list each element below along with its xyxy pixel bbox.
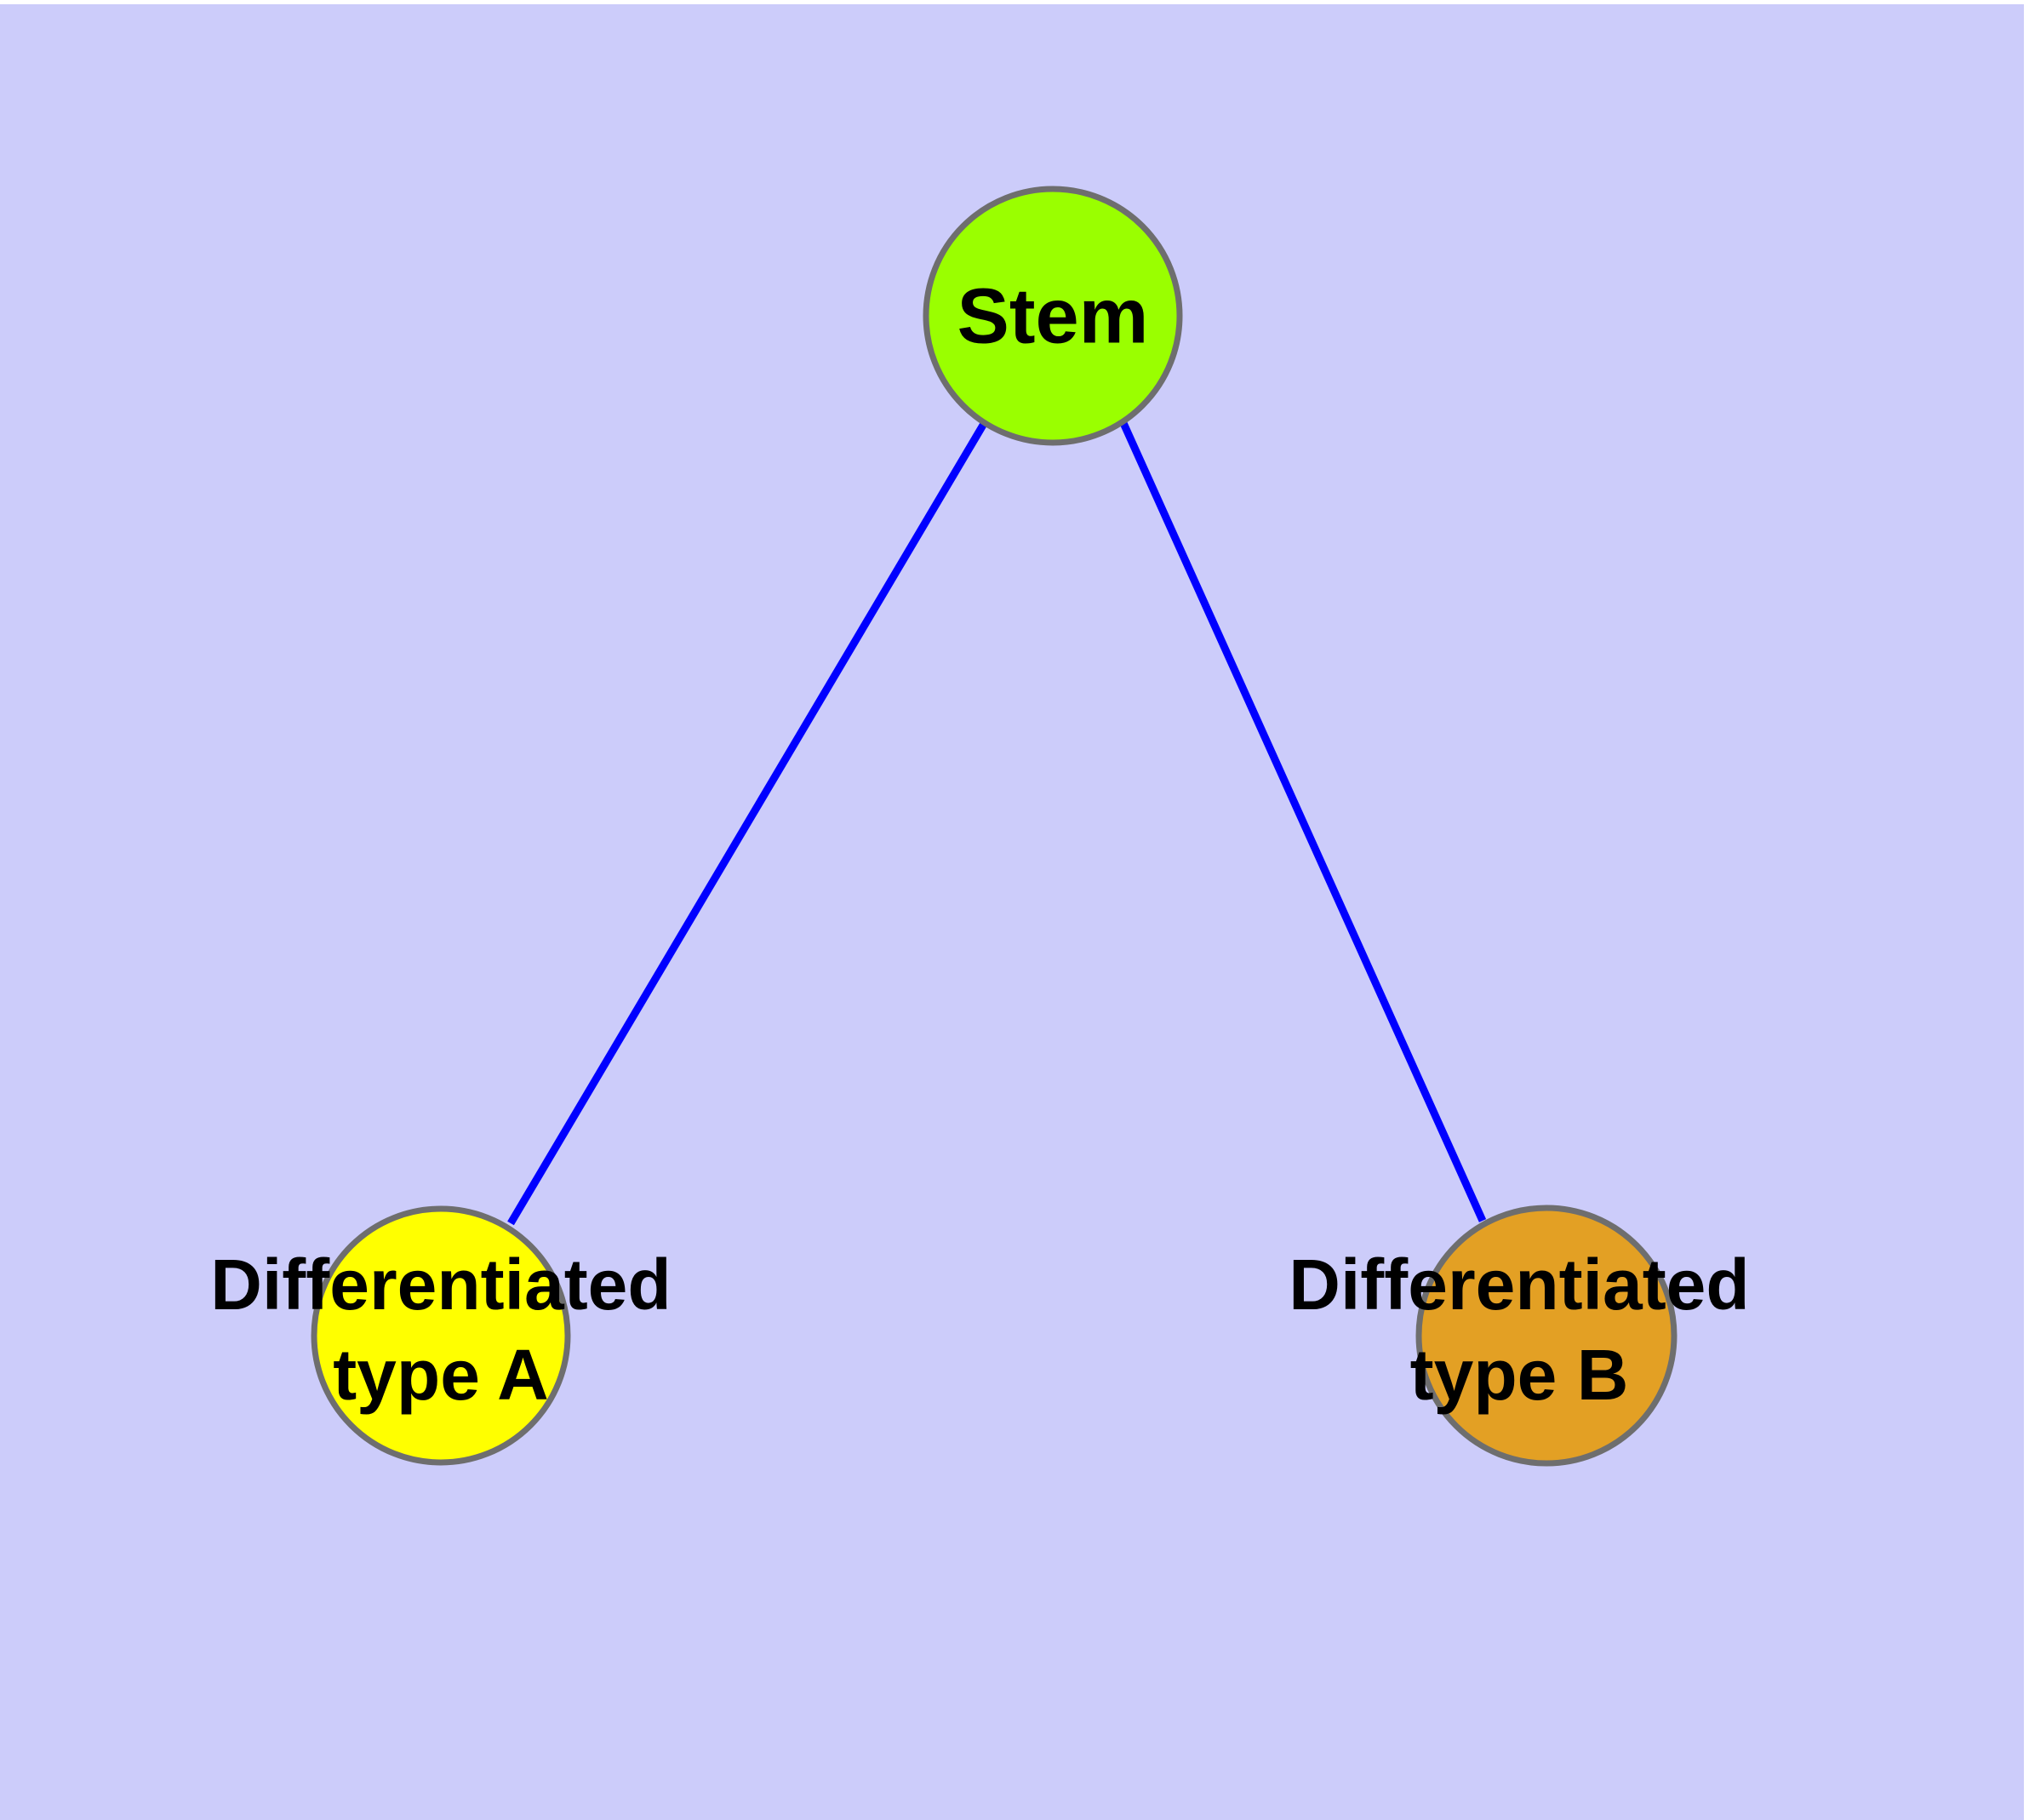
node-differentiated-type-b-label-line2: type B bbox=[1410, 1335, 1629, 1415]
edge-stem-to-differentiated-type-b[interactable] bbox=[1119, 421, 1487, 1222]
node-differentiated-type-a-label-line2: type A bbox=[333, 1335, 549, 1415]
node-stem-circle[interactable] bbox=[923, 186, 1183, 446]
node-differentiated-type-a-circle[interactable] bbox=[311, 1205, 571, 1466]
node-group: Stem Differentiated type A Differentiate… bbox=[210, 186, 1750, 1467]
node-stem-label: Stem bbox=[957, 272, 1149, 359]
edge-stem-to-differentiated-type-a[interactable] bbox=[507, 420, 988, 1226]
node-stem[interactable]: Stem bbox=[923, 186, 1183, 446]
node-differentiated-type-b[interactable]: Differentiated type B bbox=[1289, 1205, 1750, 1467]
node-differentiated-type-a-label-line1: Differentiated bbox=[210, 1245, 671, 1325]
node-differentiated-type-a[interactable]: Differentiated type A bbox=[210, 1205, 672, 1466]
edge-group bbox=[507, 420, 1487, 1226]
node-differentiated-type-b-label-line1: Differentiated bbox=[1289, 1245, 1749, 1325]
node-differentiated-type-b-circle[interactable] bbox=[1415, 1205, 1677, 1467]
